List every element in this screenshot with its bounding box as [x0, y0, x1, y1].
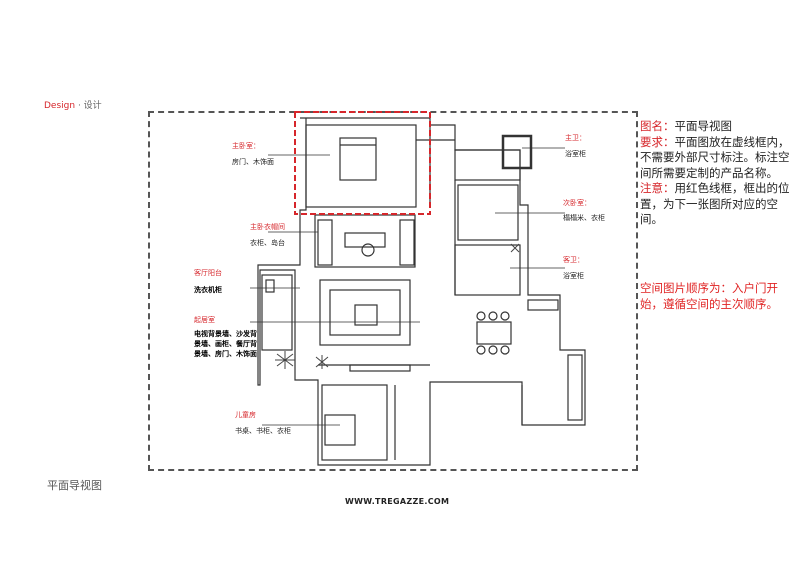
label-second-bedroom: 次卧室： 榻榻米、衣柜 [563, 198, 605, 223]
room-name: 主卫： [565, 134, 586, 142]
room-items: 榻榻米、衣柜 [563, 214, 605, 222]
room-items: 洗衣机柜 [194, 286, 222, 294]
room-name: 起居室 [194, 316, 215, 324]
note-text: 用红色线框，框出的位置，为下一张图所对应的空间。 [640, 181, 790, 226]
room-items: 衣柜、岛台 [250, 239, 285, 247]
room-name: 客卫： [563, 256, 584, 264]
room-name: 客厅阳台 [194, 269, 222, 277]
room-items: 景墙、画柜、餐厅背 [194, 340, 257, 348]
label-living-room: 起居室 电视背景墙、沙发背 景墙、画柜、餐厅背 景墙、房门、木饰面 [194, 315, 257, 359]
label-master-bath: 主卫： 浴室柜 [565, 133, 586, 159]
room-items: 浴室柜 [563, 272, 584, 280]
label-master-closet: 主卧衣帽间 衣柜、岛台 [250, 222, 285, 248]
plan-dashed-frame [148, 111, 638, 471]
label-kids-room: 儿童房 书桌、书柜、衣柜 [235, 410, 291, 436]
note-require: 要求：平面图放在虚线框内，不需要外部尺寸标注。标注空间所需要定制的产品名称。 [640, 135, 792, 182]
note-attention: 注意：用红色线框，框出的位置，为下一张图所对应的空间。 [640, 181, 792, 228]
instruction-notes: 图名：平面导视图 要求：平面图放在虚线框内，不需要外部尺寸标注。标注空间所需要定… [640, 119, 792, 228]
room-items: 房门、木饰面 [232, 158, 274, 166]
brand-sub: · 设计 [75, 101, 102, 111]
room-items: 浴室柜 [565, 150, 586, 158]
room-name: 儿童房 [235, 411, 256, 419]
note-text: 平面图放在虚线框内，不需要外部尺寸标注。标注空间所需要定制的产品名称。 [640, 134, 790, 180]
floor-plan [250, 111, 586, 466]
note-text: 平面导视图 [674, 119, 733, 133]
note-label: 要求： [640, 134, 675, 149]
brand-label: Design · 设计 [44, 98, 102, 111]
brand-name: Design [44, 101, 76, 111]
note-label: 图名： [640, 119, 675, 133]
footer-url: WWW.TREGAZZE.COM [345, 497, 450, 506]
label-balcony: 客厅阳台 洗衣机柜 [194, 268, 222, 295]
page-caption: 平面导视图 [47, 479, 102, 492]
order-note: 空间图片顺序为：入户门开始，遵循空间的主次顺序。 [640, 281, 778, 311]
room-items: 景墙、房门、木饰面 [194, 350, 257, 358]
room-name: 次卧室： [563, 199, 591, 207]
note-title: 图名：平面导视图 [640, 119, 792, 135]
room-name: 主卧衣帽间 [250, 223, 285, 231]
label-guest-bath: 客卫： 浴室柜 [563, 255, 584, 281]
note-label: 注意： [640, 181, 675, 195]
room-items: 书桌、书柜、衣柜 [235, 427, 291, 435]
room-items: 电视背景墙、沙发背 [194, 330, 257, 338]
label-master-bedroom: 主卧室： 房门、木饰面 [232, 141, 274, 167]
room-name: 主卧室： [232, 142, 260, 150]
